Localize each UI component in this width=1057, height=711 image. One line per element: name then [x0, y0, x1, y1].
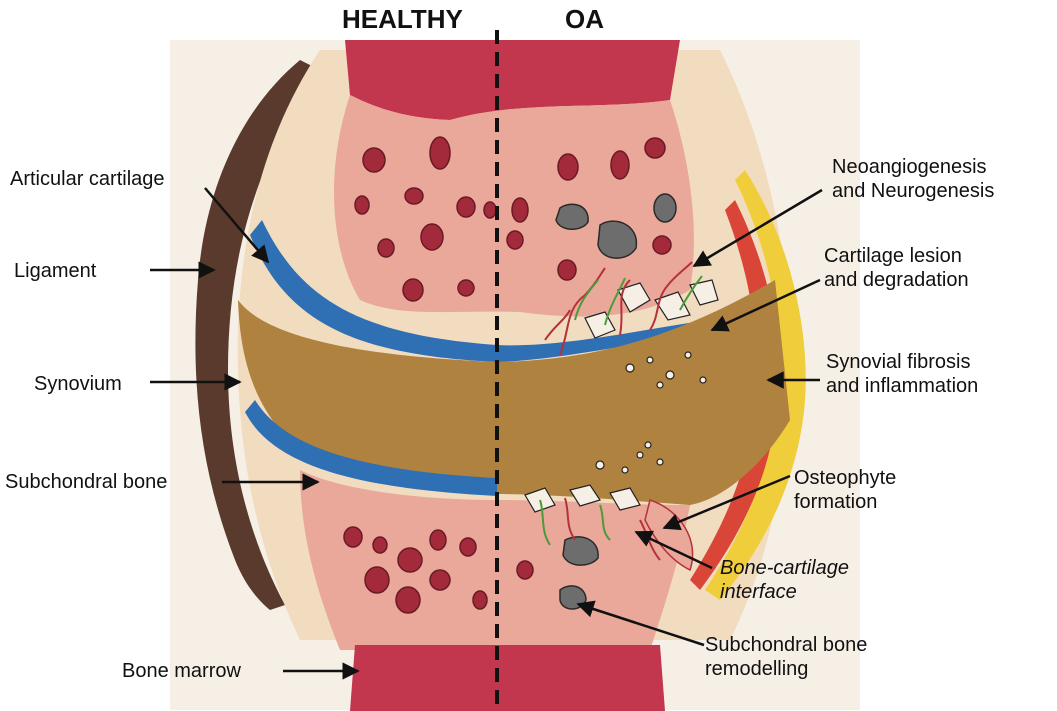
- label-cartilage-lesion-line1: Cartilage lesion: [824, 245, 962, 267]
- label-neoangiogenesis: Neoangiogenesis and Neurogenesis: [832, 155, 994, 203]
- label-osteophyte-line1: Osteophyte: [794, 467, 897, 489]
- label-osteophyte: Osteophyte formation: [794, 466, 896, 514]
- label-cartilage-lesion: Cartilage lesion and degradation: [824, 244, 969, 292]
- label-articular-cartilage: Articular cartilage: [10, 168, 165, 190]
- upper-bone-marrow: [345, 40, 680, 120]
- label-subchondral-remodelling: Subchondral bone remodelling: [705, 633, 867, 681]
- sclerotic-lesions: [555, 193, 677, 610]
- label-bone-cartilage-interface-line2: interface: [720, 581, 797, 603]
- label-ligament: Ligament: [14, 260, 97, 282]
- synovial-fluid-cavity: [238, 280, 790, 505]
- label-bone-marrow: Bone marrow: [122, 660, 241, 682]
- vessels-and-nerves: [539, 261, 703, 561]
- label-synovial-fibrosis: Synovial fibrosis and inflammation: [826, 350, 978, 398]
- label-bone-cartilage-interface: Bone-cartilage interface: [720, 556, 849, 604]
- cartilage-fragments: [524, 279, 719, 513]
- synovial-fibrosis-band: [705, 170, 806, 600]
- label-subchondral-remodelling-line1: Subchondral bone: [705, 634, 868, 656]
- label-cartilage-lesion-line2: and degradation: [824, 269, 969, 291]
- healthy-header: HEALTHY: [342, 4, 463, 34]
- label-neoangiogenesis-line2: and Neurogenesis: [832, 180, 995, 202]
- label-bone-cartilage-interface-line1: Bone-cartilage: [720, 557, 849, 579]
- label-synovial-fibrosis-line2: and inflammation: [826, 375, 979, 397]
- label-subchondral-bone: Subchondral bone: [5, 471, 168, 493]
- lower-bone-marrow: [350, 645, 665, 711]
- bone-spots: [343, 136, 672, 614]
- ligament-band: [195, 60, 320, 610]
- label-osteophyte-line2: formation: [794, 491, 878, 513]
- upper-cartilage-healthy: [250, 220, 497, 362]
- label-synovial-fibrosis-line1: Synovial fibrosis: [826, 351, 971, 373]
- pointer-arrows: [150, 187, 823, 680]
- upper-cartilage-oa: [497, 318, 722, 362]
- label-synovium: Synovium: [34, 373, 122, 395]
- lower-cartilage-healthy: [245, 400, 497, 496]
- label-subchondral-remodelling-line2: remodelling: [705, 658, 809, 680]
- oa-header: OA: [565, 4, 604, 34]
- label-neoangiogenesis-line1: Neoangiogenesis: [832, 156, 987, 178]
